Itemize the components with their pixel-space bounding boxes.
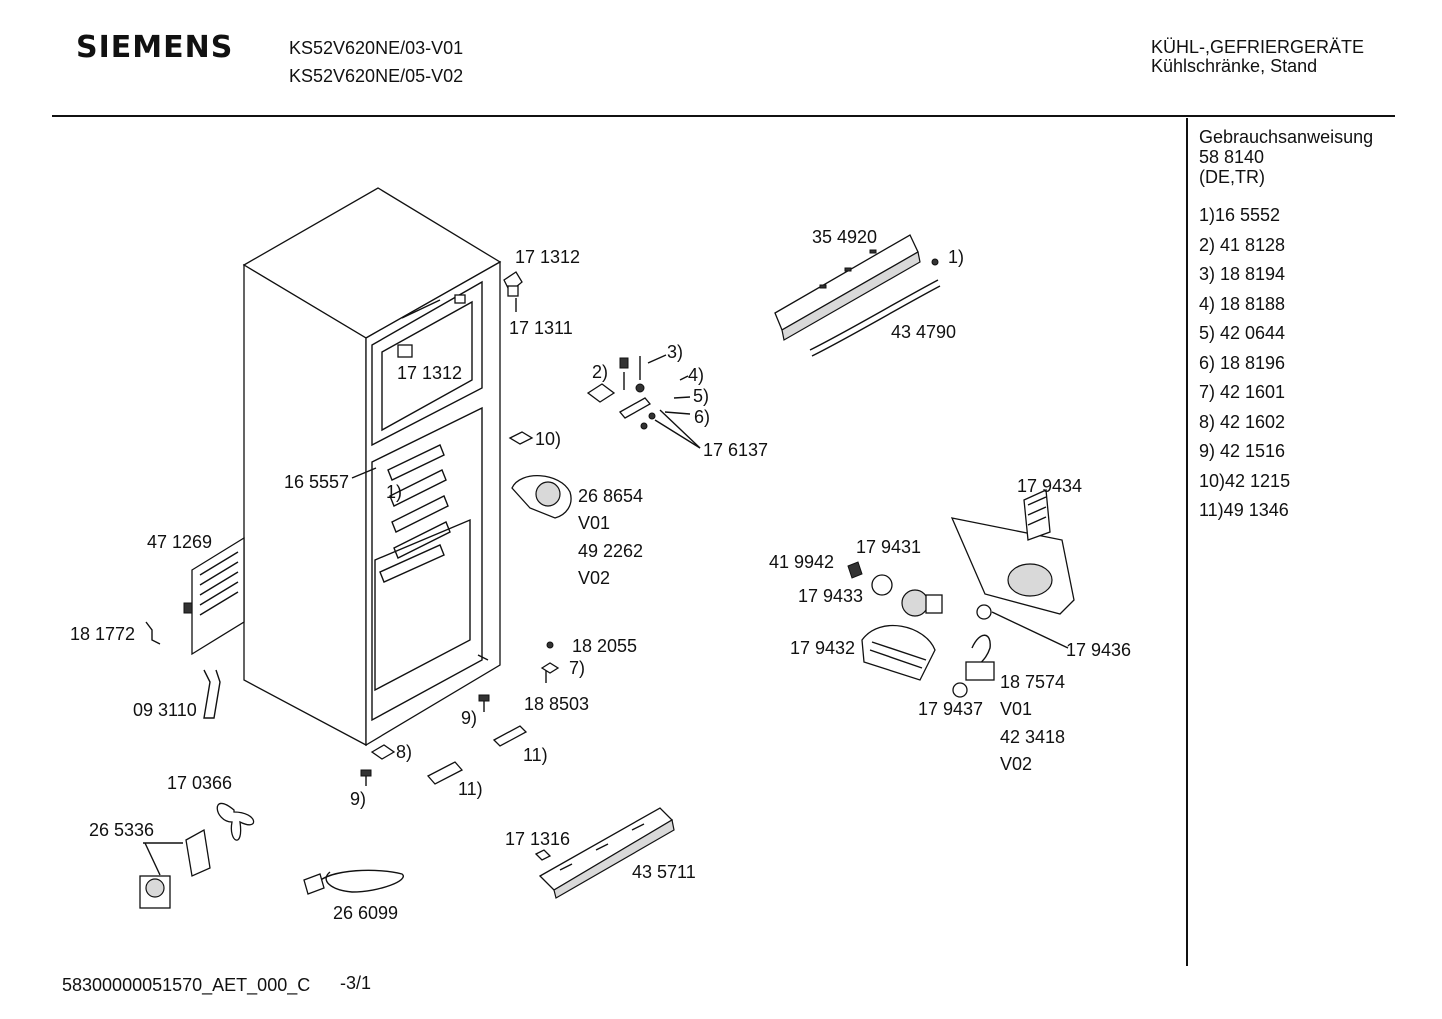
part-label-179431: 17 9431 <box>856 537 921 557</box>
hardware-parts-drawing <box>586 356 656 430</box>
back-cover-drawing <box>145 536 245 719</box>
part-label-266099: 26 6099 <box>333 903 398 923</box>
manual-title: Gebrauchsanweisung <box>1199 127 1374 147</box>
part-label-179436: 17 9436 <box>1066 640 1131 660</box>
part-label-171312-top: 17 1312 <box>515 247 580 267</box>
parts-list-item: 4) 18 8188 <box>1199 293 1286 314</box>
part-label-176137: 17 6137 <box>703 440 768 460</box>
brand-logo: SIEMENS <box>76 30 234 65</box>
document-id: 58300000051570_AET_000_C <box>62 975 311 995</box>
part-label-171311: 17 1311 <box>509 318 573 338</box>
category-subtitle: Kühlschränke, Stand <box>1151 56 1318 76</box>
part-label-187574: 18 7574 <box>1000 672 1065 692</box>
part-label-171312-inner: 17 1312 <box>397 363 462 383</box>
lamp-assembly-drawing <box>847 489 1075 698</box>
part-ref-7: 7) <box>569 658 585 678</box>
part-label-471269: 47 1269 <box>147 532 212 552</box>
manual-languages: (DE,TR) <box>1199 167 1265 187</box>
part-ref-11-lower: 11) <box>458 779 483 799</box>
part-ref-11-upper: 11) <box>523 745 548 765</box>
feet-and-brackets-drawing <box>360 641 560 786</box>
part-label-179432: 17 9432 <box>790 638 855 658</box>
parts-list-item: 11)49 1346 <box>1199 500 1289 520</box>
part-ref-1-top: 1) <box>948 247 964 267</box>
parts-list-item: 1)16 5552 <box>1199 205 1281 225</box>
part-ref-1-inner: 1) <box>386 482 402 502</box>
part-ref-9-lower: 9) <box>350 789 366 809</box>
exploded-parts-diagram: 17 1312 17 1311 17 1312 35 4920 1) 43 47… <box>70 187 1131 923</box>
part-ref-6: 6) <box>694 407 710 427</box>
front-grille-drawing <box>534 807 675 899</box>
variant-label-v02-lamp: V02 <box>1000 754 1032 774</box>
part-label-181772: 18 1772 <box>70 624 135 644</box>
model-number-2: KS52V620NE/05-V02 <box>289 66 464 86</box>
fridge-cabinet-drawing <box>242 187 502 747</box>
parts-list-item: 6) 18 8196 <box>1199 352 1286 373</box>
part-label-435711: 43 5711 <box>632 862 696 882</box>
fan-cover-drawing <box>508 431 572 519</box>
part-ref-4: 4) <box>688 365 704 385</box>
sidebar-divider <box>1186 118 1188 966</box>
part-label-179434: 17 9434 <box>1017 476 1082 496</box>
variant-label-v02: V02 <box>578 568 610 588</box>
part-ref-9-upper: 9) <box>461 708 477 728</box>
parts-list-item: 9) 42 1516 <box>1199 441 1286 461</box>
part-label-093110: 09 3110 <box>133 700 197 720</box>
parts-list-item: 2) 41 8128 <box>1199 234 1286 255</box>
part-label-179437: 17 9437 <box>918 699 983 719</box>
part-label-182055: 18 2055 <box>572 636 637 656</box>
category-title: KÜHL-,GEFRIERGERÄTE <box>1151 37 1365 57</box>
parts-list-item: 7) 42 1601 <box>1199 382 1286 402</box>
parts-list-item: 8) 42 1602 <box>1199 411 1286 432</box>
part-ref-3: 3) <box>667 342 683 362</box>
part-label-179433: 17 9433 <box>798 586 863 606</box>
parts-list-item: 3) 18 8194 <box>1199 264 1286 284</box>
part-ref-2: 2) <box>592 362 608 382</box>
part-ref-10: 10) <box>535 429 561 449</box>
page-number: -3/1 <box>340 973 372 993</box>
part-label-188503: 18 8503 <box>524 694 589 714</box>
part-label-170366: 17 0366 <box>167 773 232 793</box>
part-label-434790: 43 4790 <box>891 322 956 342</box>
parts-list-item: 10)42 1215 <box>1199 470 1291 491</box>
part-label-419942: 41 9942 <box>769 552 834 572</box>
header-divider <box>52 115 1395 117</box>
leader-lines <box>143 354 1069 876</box>
part-label-265336: 26 5336 <box>89 820 154 840</box>
variant-label-v01-lamp: V01 <box>1000 699 1032 719</box>
part-label-268654: 26 8654 <box>578 486 643 506</box>
control-panel-drawing <box>774 234 941 357</box>
part-label-423418: 42 3418 <box>1000 727 1065 747</box>
parts-reference-list: 1)16 5552 2) 41 8128 3) 18 8194 4) 18 81… <box>1199 204 1290 529</box>
part-ref-8: 8) <box>396 742 412 762</box>
part-label-354920: 35 4920 <box>812 227 877 247</box>
power-cord-drawing <box>303 869 405 895</box>
part-label-171316: 17 1316 <box>505 829 570 849</box>
parts-list-item: 5) 42 0644 <box>1199 323 1286 343</box>
part-label-492262: 49 2262 <box>578 541 643 561</box>
part-labels: 17 1312 17 1311 17 1312 35 4920 1) 43 47… <box>70 227 1131 923</box>
part-ref-5: 5) <box>693 386 709 406</box>
part-label-165557: 16 5557 <box>284 472 349 492</box>
model-number-1: KS52V620NE/03-V01 <box>289 38 464 58</box>
fan-motor-drawing <box>139 802 255 909</box>
top-hinge-drawing <box>503 271 523 312</box>
variant-label-v01: V01 <box>578 513 610 533</box>
manual-number: 58 8140 <box>1199 147 1265 167</box>
